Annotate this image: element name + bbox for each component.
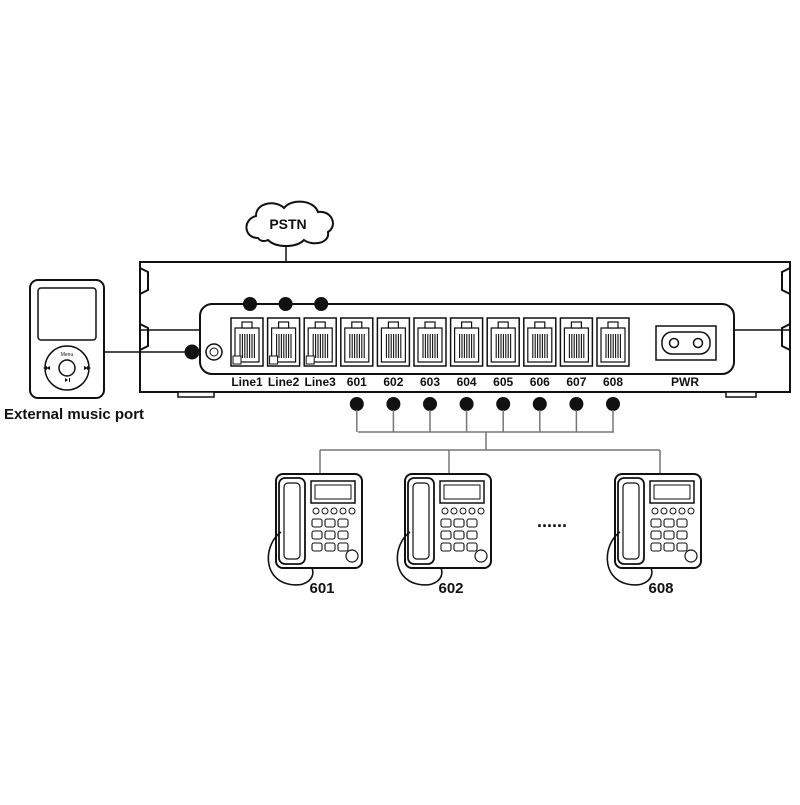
port-label-ext602: 602 bbox=[383, 375, 403, 389]
line-connection-dots bbox=[243, 297, 329, 311]
port-line1[interactable] bbox=[230, 317, 264, 367]
port-line2[interactable] bbox=[266, 317, 301, 367]
extension-dot-ext604 bbox=[459, 397, 474, 411]
port-label-line3: Line3 bbox=[305, 375, 337, 389]
line-dot-line3 bbox=[314, 297, 329, 311]
extension-dot-ext606 bbox=[532, 397, 547, 411]
port-label-ext606: 606 bbox=[530, 375, 550, 389]
telephones: 601 602 608 bbox=[267, 473, 702, 597]
port-ext601[interactable] bbox=[340, 317, 374, 367]
phone-label-phone601: 601 bbox=[309, 580, 334, 597]
port-labels: Line1 Line2 Line3 601 602 603 604 605 606 607 608 bbox=[231, 375, 623, 389]
line-dot-line1 bbox=[243, 297, 257, 311]
phone-label-phone608: 608 bbox=[648, 580, 673, 597]
line-dot-line2 bbox=[278, 297, 293, 311]
port-label-ext608: 608 bbox=[603, 375, 623, 389]
port-ext604[interactable] bbox=[449, 317, 484, 367]
music-player-icon[interactable]: Menu bbox=[29, 279, 105, 399]
port-label-ext603: 603 bbox=[420, 375, 440, 389]
port-ext608[interactable] bbox=[596, 317, 630, 367]
port-label-line2: Line2 bbox=[268, 375, 300, 389]
telephone-phone601[interactable]: 601 bbox=[267, 473, 363, 597]
pstn-label: PSTN bbox=[269, 216, 306, 232]
port-line3[interactable] bbox=[303, 317, 337, 367]
extension-drop-lines bbox=[356, 410, 614, 432]
extension-dot-ext607 bbox=[569, 397, 584, 411]
extension-dot-ext602 bbox=[386, 397, 401, 411]
phone-label-phone602: 602 bbox=[438, 580, 463, 597]
player-menu-label: Menu bbox=[61, 352, 74, 358]
port-ext606[interactable] bbox=[523, 317, 557, 367]
telephone-phone602[interactable]: 602 bbox=[396, 473, 492, 597]
port-label-ext605: 605 bbox=[493, 375, 513, 389]
extension-dot-ext601 bbox=[349, 397, 364, 411]
rj11-ports bbox=[230, 317, 630, 367]
port-ext607[interactable] bbox=[559, 317, 594, 367]
port-ext603[interactable] bbox=[413, 317, 447, 367]
port-ext602[interactable] bbox=[376, 317, 411, 367]
port-label-ext601: 601 bbox=[347, 375, 367, 389]
port-label-line1: Line1 bbox=[231, 375, 263, 389]
music-jack-icon[interactable] bbox=[205, 343, 223, 361]
port-label-ext604: 604 bbox=[457, 375, 477, 389]
music-connection-dot bbox=[184, 344, 200, 360]
extension-dot-ext608 bbox=[606, 397, 620, 411]
power-label: PWR bbox=[671, 375, 699, 389]
port-label-ext607: 607 bbox=[566, 375, 586, 389]
music-port-label: External music port bbox=[4, 406, 144, 423]
power-socket-icon[interactable] bbox=[655, 325, 717, 361]
more-phones-ellipsis: ...... bbox=[537, 511, 567, 531]
extension-dot-ext603 bbox=[423, 397, 437, 411]
port-ext605[interactable] bbox=[486, 317, 520, 367]
pstn-cloud: PSTN bbox=[245, 200, 334, 247]
extension-dot-ext605 bbox=[496, 397, 511, 411]
extension-connection-dots bbox=[349, 397, 620, 411]
telephone-phone608[interactable]: 608 bbox=[606, 473, 702, 597]
extension-wiring bbox=[319, 431, 661, 474]
